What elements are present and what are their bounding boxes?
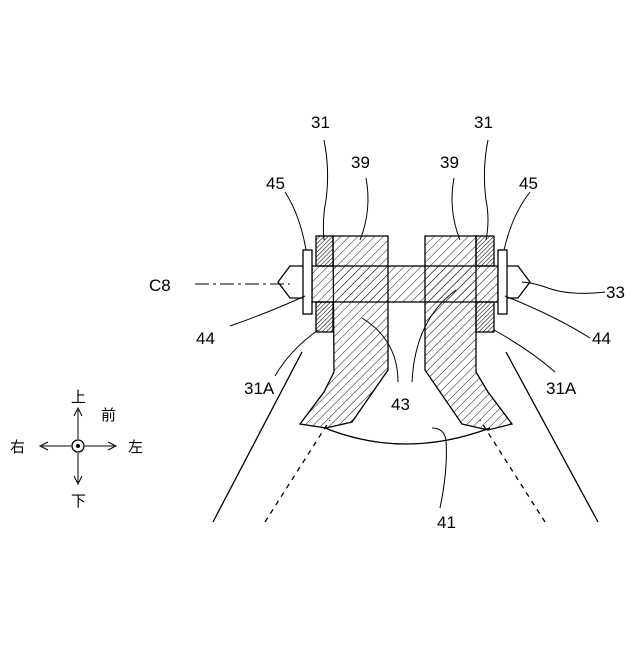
label-31a-right: 31A [546, 379, 577, 398]
frame-left-hidden-line [265, 420, 330, 522]
label-c8: C8 [149, 276, 171, 295]
left-collar-31 [316, 236, 333, 266]
compass-label-left: 左 [128, 438, 143, 456]
leader-31a-left [275, 330, 318, 376]
shaft-left-end-cap [278, 266, 304, 298]
left-collar-31a [316, 302, 333, 332]
leader-31a-right [494, 330, 555, 372]
label-31a-left: 31A [244, 379, 275, 398]
frame-left-outer-line [213, 352, 302, 522]
left-bracket-39 [300, 236, 388, 428]
leader-39-left [360, 178, 368, 240]
compass-label-right: 右 [10, 438, 25, 456]
label-31-right: 31 [474, 113, 493, 132]
left-washer-45 [303, 250, 312, 314]
frame-right-hidden-line [480, 420, 545, 522]
leader-33 [522, 282, 605, 293]
right-collar-31a [476, 302, 494, 332]
label-31-left: 31 [311, 113, 330, 132]
leader-31-left [323, 140, 327, 240]
leader-44-left [230, 296, 305, 326]
label-33: 33 [606, 283, 625, 302]
label-45-right: 45 [519, 174, 538, 193]
label-41: 41 [437, 513, 456, 532]
label-39-right: 39 [440, 153, 459, 172]
surface-41-arc [325, 428, 490, 444]
compass-center-dot [76, 444, 80, 448]
compass-label-down: 下 [71, 492, 86, 510]
compass-label-up: 上 [71, 388, 86, 406]
right-washer-45 [498, 250, 507, 314]
label-44-left: 44 [196, 329, 215, 348]
label-39-left: 39 [351, 153, 370, 172]
leader-44-right [505, 296, 590, 338]
frame-right-outer-line [506, 352, 598, 522]
right-collar-31 [476, 236, 494, 266]
compass-label-front: 前 [101, 406, 116, 424]
leader-45-right [504, 192, 530, 250]
direction-indicator: 上 前 右 左 下 [10, 388, 143, 510]
leader-39-right [452, 178, 460, 240]
leader-31-right [484, 140, 488, 240]
label-44-right: 44 [592, 329, 611, 348]
shaft-33 [312, 266, 498, 302]
label-45-left: 45 [266, 174, 285, 193]
leader-45-left [285, 192, 306, 250]
label-43: 43 [391, 395, 410, 414]
